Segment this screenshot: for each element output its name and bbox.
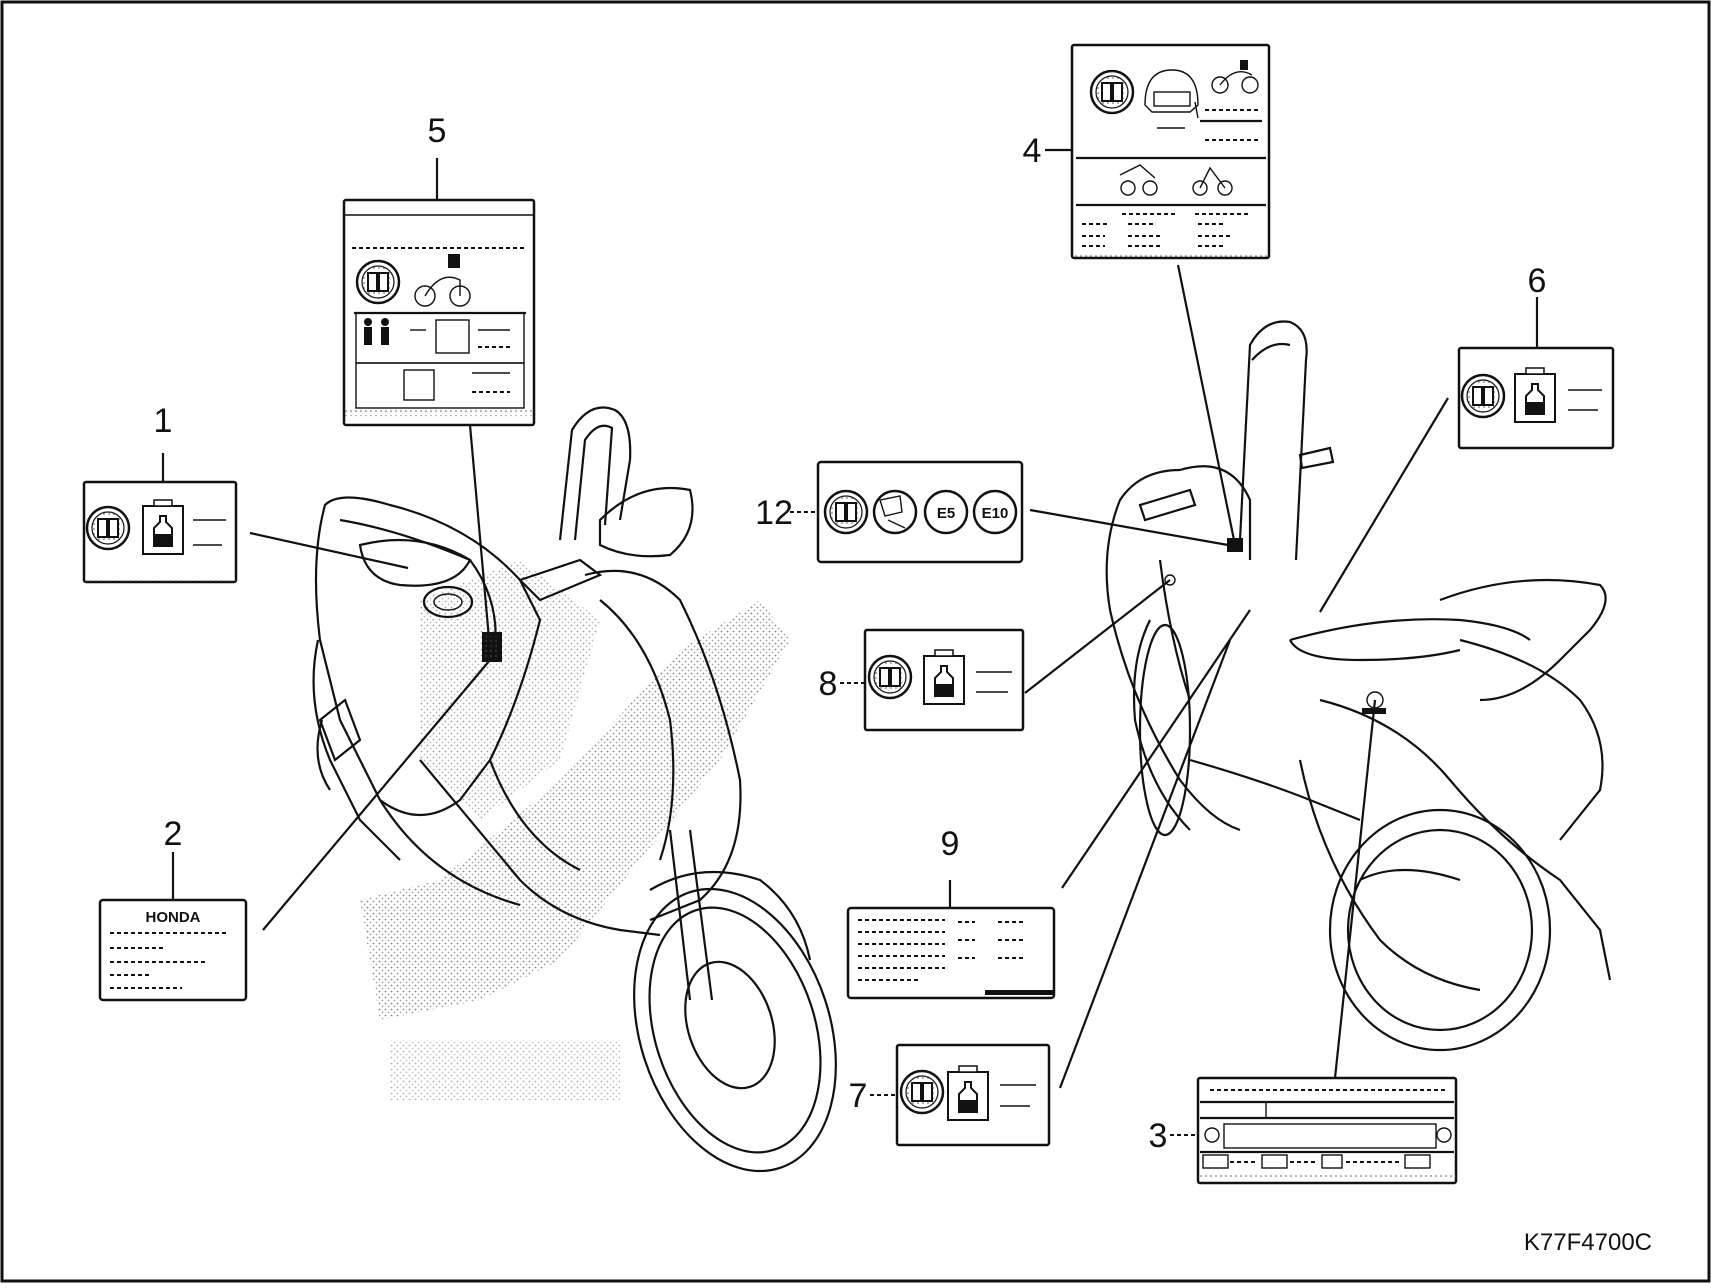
label-9[interactable]	[846, 906, 1056, 1000]
callout-5: 5	[428, 112, 447, 150]
callout-7: 7	[849, 1077, 868, 1115]
callout-1: 1	[154, 402, 173, 440]
callout-6: 6	[1528, 262, 1547, 300]
callout-8: 8	[819, 665, 838, 703]
label-2-brand: HONDA	[146, 909, 201, 926]
label-12[interactable]: E5 E10	[816, 460, 1024, 564]
label-4[interactable]	[1070, 43, 1271, 260]
label-6[interactable]	[1457, 346, 1615, 450]
label-2[interactable]: HONDA	[98, 898, 248, 1002]
label-5[interactable]	[342, 198, 536, 427]
callout-numbers: 1 2 3 4 5 6 7 8 9 12	[154, 112, 1547, 1155]
left-scooter-illustration	[312, 406, 837, 1173]
fuel-e5-badge: E5	[937, 505, 955, 522]
callout-3: 3	[1149, 1117, 1168, 1155]
label-3[interactable]	[1196, 1076, 1458, 1185]
label-8[interactable]	[863, 628, 1025, 732]
callout-2: 2	[164, 815, 183, 853]
label-7[interactable]	[895, 1043, 1051, 1147]
callout-4: 4	[1023, 132, 1042, 170]
drawing-code: K77F4700C	[1524, 1229, 1652, 1256]
right-scooter-illustration	[1105, 320, 1612, 1052]
label-1[interactable]	[82, 480, 238, 584]
callout-9: 9	[941, 825, 960, 863]
callout-12: 12	[755, 494, 793, 532]
leader-lines	[161, 148, 1539, 1136]
fuel-e10-badge: E10	[982, 505, 1009, 522]
